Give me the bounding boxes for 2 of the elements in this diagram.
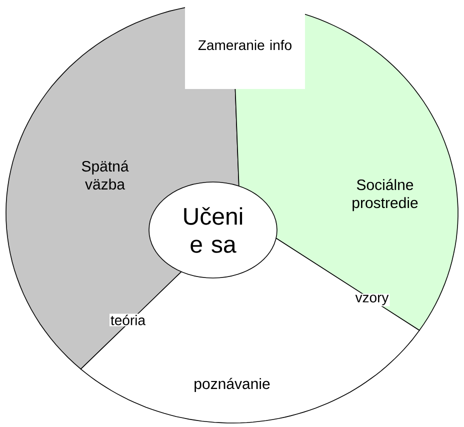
- text-box: Zameranie info: [185, 1, 305, 89]
- node-label: poznávanie: [194, 378, 270, 392]
